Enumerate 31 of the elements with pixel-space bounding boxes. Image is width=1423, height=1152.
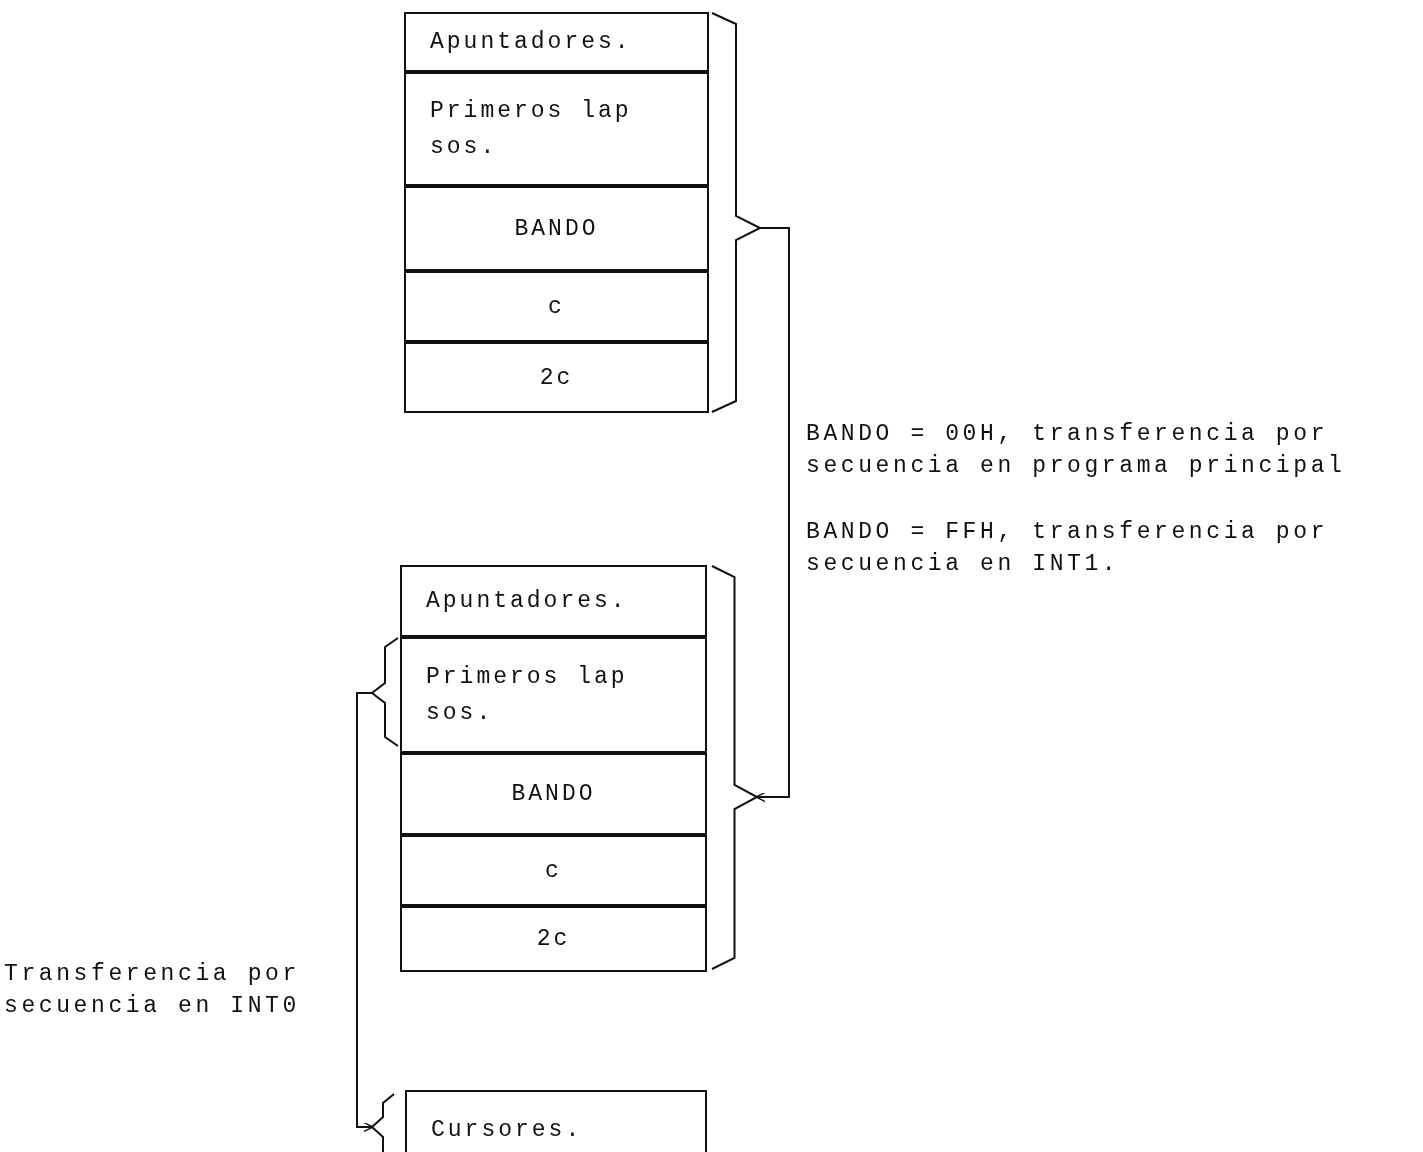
cell-label: Apuntadores.	[430, 28, 633, 57]
connector-arrow	[356, 692, 374, 1133]
curly-brace	[372, 1093, 394, 1152]
curly-brace	[372, 637, 398, 747]
note-text: BANDO = 00H, transferencia por secuencia en programa principal	[806, 420, 1347, 481]
cell-label: 2c	[535, 925, 572, 954]
cell-label: Apuntadores.	[426, 587, 629, 616]
cell-label: c	[544, 856, 563, 886]
cell-label: Primeros lap sos.	[430, 97, 633, 162]
cell-label: Primeros lap sos.	[426, 663, 629, 728]
note-text: Transferencia por secuencia en INT0	[4, 960, 301, 1021]
memory-cell	[404, 72, 709, 186]
cell-label: Cursores.	[431, 1116, 584, 1145]
memory-cell	[400, 637, 707, 753]
cell-label: c	[547, 292, 566, 322]
connector-arrow	[755, 227, 790, 803]
memory-cell	[404, 271, 709, 342]
cell-label: BANDO	[510, 780, 597, 809]
memory-cell	[400, 906, 707, 972]
curly-brace	[712, 12, 760, 413]
memory-cell	[405, 1090, 707, 1152]
memory-cell	[400, 565, 707, 637]
memory-cell	[400, 835, 707, 906]
memory-cell	[400, 753, 707, 835]
note-text: BANDO = FFH, transferencia por secuencia en INT1.	[806, 518, 1330, 579]
memory-cell	[404, 12, 709, 72]
memory-cell	[404, 186, 709, 271]
curly-brace	[712, 565, 757, 970]
cell-label: BANDO	[513, 214, 600, 244]
memory-cell	[404, 342, 709, 413]
cell-label: 2c	[538, 363, 575, 393]
